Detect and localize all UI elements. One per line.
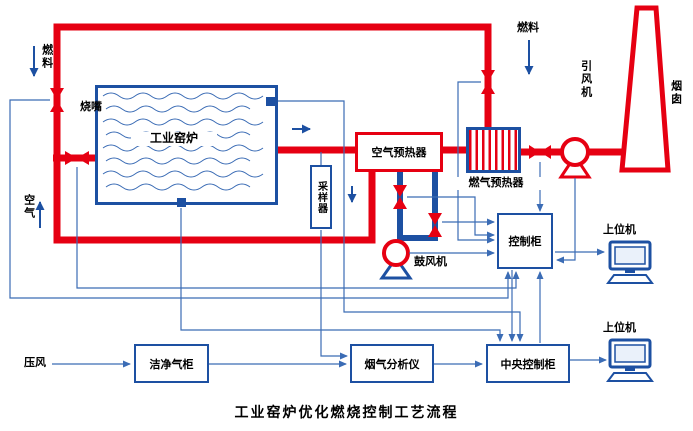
chimney-shape bbox=[619, 5, 671, 173]
flow-arrows bbox=[29, 40, 534, 228]
host-computer-top-label: 上位机 bbox=[603, 223, 636, 236]
host-computer-bottom-icon bbox=[606, 338, 654, 382]
blower-label: 鼓风机 bbox=[412, 255, 449, 269]
burner-label: 烧嘴 bbox=[80, 100, 102, 113]
pipe-top-loop bbox=[53, 23, 492, 244]
flue-valve-icon bbox=[529, 145, 551, 159]
air-label: 空气 bbox=[22, 194, 36, 220]
central-control-cabinet-box: 中央控制柜 bbox=[486, 344, 570, 383]
blower-icon bbox=[379, 239, 413, 280]
signal-lines bbox=[9, 81, 607, 368]
burner-valve-icon bbox=[65, 151, 89, 165]
air-preheater-box: 空气预热器 bbox=[355, 132, 443, 172]
central-control-cabinet-label: 中央控制柜 bbox=[500, 357, 556, 371]
furnace-box bbox=[95, 85, 278, 205]
gas-preheater-label: 燃气预热器 bbox=[450, 176, 542, 190]
duct-u bbox=[397, 170, 438, 241]
fuel-right-valve-icon bbox=[481, 70, 495, 94]
furnace-top-sensor-icon bbox=[266, 97, 275, 106]
clean-gas-cabinet-box: 洁净气柜 bbox=[134, 344, 209, 383]
sampler-label: 采样器 bbox=[315, 180, 327, 214]
air-preheater-label: 空气预热器 bbox=[371, 146, 427, 159]
duct-valve-1-icon bbox=[393, 185, 407, 209]
fuel-left-label: 燃料 bbox=[40, 44, 54, 70]
control-cabinet-label: 控制柜 bbox=[508, 235, 542, 248]
induced-fan-icon bbox=[558, 137, 592, 179]
host-computer-bottom-label: 上位机 bbox=[603, 321, 636, 334]
induced-fan-label: 引风机 bbox=[577, 60, 594, 99]
chimney-label: 烟囱 bbox=[669, 80, 683, 106]
flue-gas-analyzer-box: 烟气分析仪 bbox=[350, 344, 434, 383]
gas-preheater-box bbox=[466, 127, 521, 173]
sampler-box: 采样器 bbox=[310, 165, 332, 229]
blue-ducts bbox=[397, 170, 438, 241]
control-cabinet-box: 控制柜 bbox=[497, 213, 553, 269]
valves bbox=[50, 70, 551, 237]
host-computer-top-icon bbox=[606, 240, 654, 284]
flue-gas-analyzer-label: 烟气分析仪 bbox=[364, 357, 420, 371]
furnace-label: 工业窑炉 bbox=[131, 131, 217, 146]
duct-valve-2-icon bbox=[428, 213, 442, 237]
compressed-air-label: 压风 bbox=[24, 356, 46, 369]
fuel-left-valve-icon bbox=[50, 88, 64, 112]
clean-gas-cabinet-label: 洁净气柜 bbox=[149, 357, 194, 371]
diagram-title: 工业窑炉优化燃烧控制工艺流程 bbox=[234, 405, 459, 421]
fuel-right-label: 燃料 bbox=[517, 21, 539, 34]
